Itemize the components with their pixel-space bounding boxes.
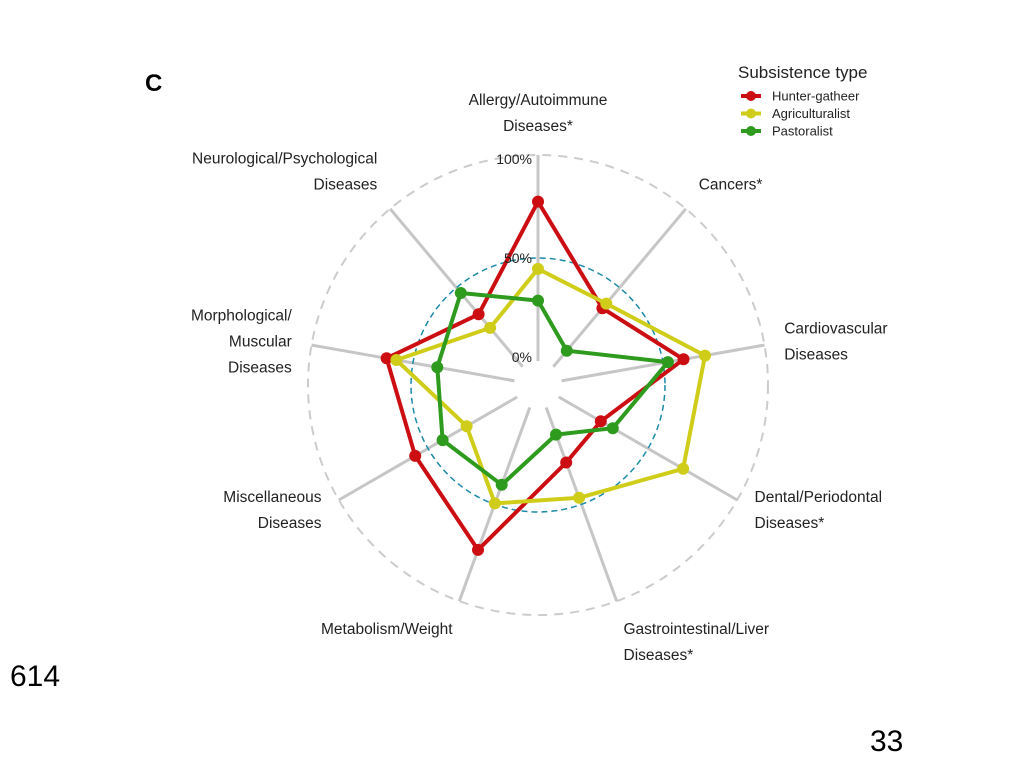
radial-tick-label: 100% bbox=[496, 151, 532, 167]
legend-title: Subsistence type bbox=[738, 63, 867, 82]
series-group bbox=[431, 287, 674, 491]
reference-circle bbox=[410, 257, 666, 513]
legend-swatch-dot bbox=[746, 126, 756, 136]
data-point bbox=[594, 415, 607, 428]
data-point bbox=[390, 354, 403, 366]
data-point bbox=[573, 491, 586, 504]
outer-boundary-circle bbox=[307, 154, 769, 616]
radial-tick-label: 0% bbox=[512, 349, 532, 365]
data-point bbox=[560, 456, 573, 469]
legend-item: Agriculturalist bbox=[741, 106, 850, 121]
legend-item: Pastoralist bbox=[741, 124, 833, 139]
data-point bbox=[488, 497, 501, 510]
data-point bbox=[436, 434, 449, 447]
data-point bbox=[495, 478, 508, 491]
data-point bbox=[431, 361, 444, 374]
axis-label: Metabolism/Weight bbox=[321, 621, 453, 638]
data-point bbox=[472, 308, 485, 321]
axis-label: Cancers* bbox=[699, 177, 763, 194]
slide-number-right: 33 bbox=[870, 725, 903, 758]
legend-label: Hunter-gatheer bbox=[772, 89, 860, 104]
data-point bbox=[460, 420, 473, 433]
legend: Subsistence type Hunter-gatheerAgricultu… bbox=[738, 63, 867, 139]
data-point bbox=[600, 297, 613, 310]
data-point bbox=[484, 321, 497, 334]
slide-number-left: 614 bbox=[10, 660, 60, 693]
radial-ticks: 0% 50% 100% bbox=[496, 151, 532, 365]
data-point bbox=[677, 462, 690, 475]
radial-tick-label: 50% bbox=[504, 250, 532, 266]
radar-series bbox=[380, 195, 711, 556]
center-hole bbox=[514, 361, 562, 409]
legend-label: Agriculturalist bbox=[772, 106, 850, 121]
series-line bbox=[435, 291, 670, 487]
data-point bbox=[532, 294, 544, 307]
legend-swatch-dot bbox=[746, 91, 756, 101]
spoke-line bbox=[311, 343, 519, 384]
data-point bbox=[409, 449, 422, 462]
data-point bbox=[380, 352, 393, 365]
data-point bbox=[661, 356, 674, 369]
spoke-line bbox=[554, 393, 738, 502]
data-point bbox=[677, 353, 690, 366]
data-point bbox=[606, 422, 619, 435]
data-point bbox=[454, 287, 467, 299]
data-point bbox=[560, 344, 573, 357]
data-point bbox=[550, 428, 562, 441]
legend-swatch-dot bbox=[746, 108, 756, 119]
spoke-line bbox=[549, 207, 687, 371]
data-point bbox=[532, 195, 544, 208]
data-point bbox=[532, 262, 544, 275]
panel-label: C bbox=[145, 70, 162, 97]
series-line bbox=[384, 199, 686, 552]
legend-item: Hunter-gatheer bbox=[741, 89, 860, 104]
data-point bbox=[699, 349, 711, 362]
data-point bbox=[472, 543, 484, 556]
legend-label: Pastoralist bbox=[772, 124, 833, 139]
spoke-line bbox=[338, 393, 522, 502]
